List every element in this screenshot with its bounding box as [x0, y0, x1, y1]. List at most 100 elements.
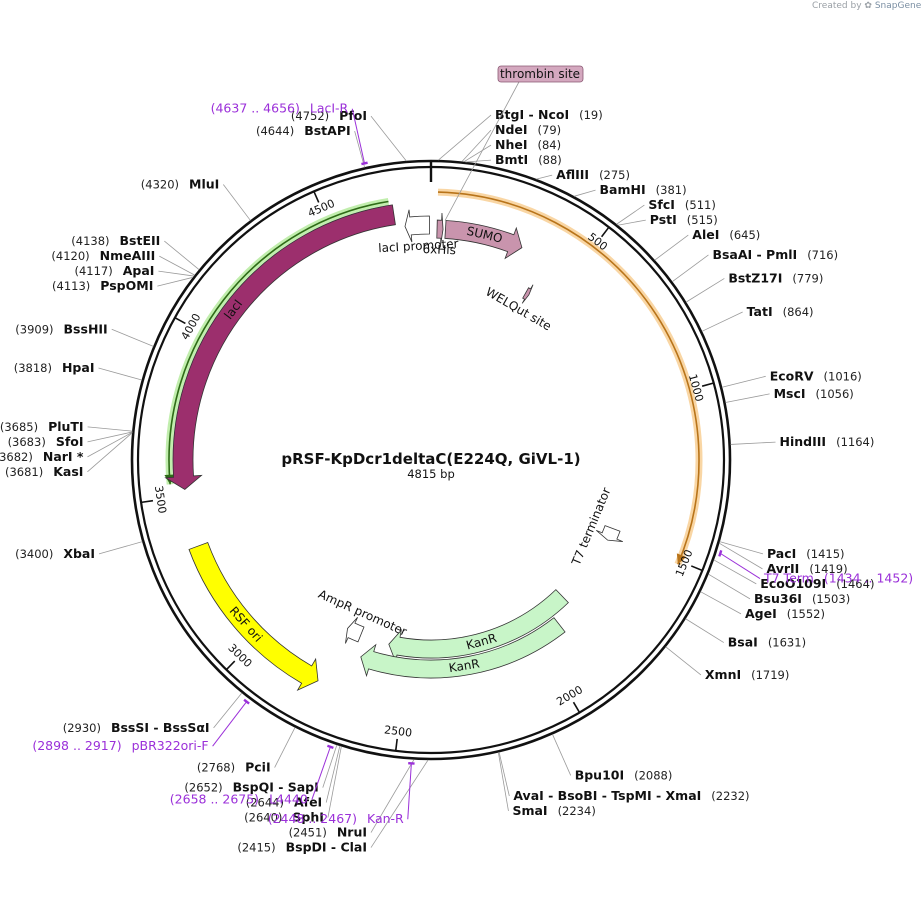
feature-kanr — [360, 617, 566, 679]
orf-line — [437, 191, 700, 565]
site-name: NruI — [337, 825, 367, 840]
site-leader — [463, 144, 492, 163]
site-name: Bpu10I — [575, 767, 624, 782]
site-name: BstZ17I — [728, 270, 782, 285]
snapgene-logo-icon: ✿ — [864, 1, 872, 11]
credit-brand: SnapGene — [874, 1, 921, 11]
site-leader — [713, 559, 757, 585]
site-name: EcoRV — [770, 368, 814, 383]
primer-marker — [718, 549, 723, 557]
site-name: AflIII — [556, 167, 589, 182]
site-name: AleI — [692, 227, 719, 242]
site-leader — [98, 367, 142, 381]
tick-mark-3500 — [140, 499, 154, 504]
primer-name: pBR322ori-F — [132, 738, 209, 753]
site-leader — [325, 745, 341, 803]
site-position: (3683) — [8, 435, 46, 449]
feature-label-kanr: KanR — [448, 656, 481, 675]
site-leader — [617, 219, 646, 226]
site-position: (3681) — [5, 465, 43, 479]
tick-label-500: 500 — [585, 230, 610, 253]
feature-kanr — [388, 589, 569, 664]
site-leader — [497, 752, 509, 812]
site-name: PspOMI — [100, 278, 153, 293]
site-position: (4120) — [51, 249, 89, 263]
feature-rsf-ori — [188, 541, 319, 692]
site-name: BmtI — [495, 152, 528, 167]
site-position: (4113) — [52, 279, 90, 293]
site-leader — [536, 174, 553, 180]
site-name: AvrII — [766, 561, 799, 576]
primer-leader — [720, 552, 761, 579]
site-position: (1719) — [751, 668, 789, 682]
site-name: XbaI — [63, 546, 95, 561]
site-leader — [327, 746, 342, 818]
site-position: (3682) — [0, 450, 33, 464]
site-position: (3818) — [14, 361, 52, 375]
site-position: (4138) — [71, 234, 109, 248]
primer-name: LacI-R — [310, 101, 349, 116]
site-position: (511) — [685, 198, 716, 212]
tick-label-3500: 3500 — [152, 485, 169, 515]
site-position: (1016) — [824, 369, 862, 383]
site-name: AgeI — [745, 606, 777, 621]
site-leader — [274, 727, 296, 768]
site-leader — [719, 542, 763, 570]
site-leader — [573, 189, 596, 197]
site-leader — [87, 431, 133, 443]
site-position: (2415) — [237, 841, 275, 855]
site-leader — [370, 759, 415, 833]
plasmid-length: 4815 bp — [407, 467, 455, 481]
tick-label-1500: 1500 — [673, 548, 696, 579]
site-position: (4644) — [256, 124, 294, 138]
site-leader — [685, 618, 724, 643]
orf-line — [168, 200, 389, 485]
site-position: (2930) — [63, 721, 101, 735]
site-name: NarI * — [43, 449, 84, 464]
site-position: (3909) — [15, 322, 53, 336]
site-position: (1552) — [787, 607, 825, 621]
feature-laci-promoter — [404, 209, 430, 243]
site-leader — [111, 328, 154, 347]
site-layer: BtgI - NcoI(19)NdeI(79)NheI(84)BmtI(88)A… — [0, 107, 874, 854]
site-position: (2652) — [184, 781, 222, 795]
tick-mark-1500 — [690, 565, 703, 572]
tick-mark-2500 — [394, 738, 398, 751]
site-leader — [87, 431, 133, 458]
site-leader — [322, 744, 338, 788]
site-leader — [213, 692, 243, 729]
site-position: (2640) — [244, 811, 282, 825]
site-name: EcoO109I — [760, 576, 826, 591]
site-position: (1056) — [816, 387, 854, 401]
site-position: (515) — [687, 213, 718, 227]
site-leader — [438, 114, 492, 161]
feature-6xhis — [436, 213, 444, 246]
site-position: (864) — [783, 305, 814, 319]
site-leader — [465, 159, 492, 163]
site-name: Bsu36I — [754, 591, 802, 606]
feature-ampr-promoter — [345, 617, 365, 644]
site-name: XmnI — [705, 667, 741, 682]
site-leader — [730, 441, 776, 445]
credit-prefix: Created by — [812, 1, 862, 11]
site-position: (3685) — [0, 420, 38, 434]
site-name: BsaI — [728, 635, 758, 650]
site-name: PacI — [767, 546, 796, 561]
site-name: MluI — [189, 177, 219, 192]
tick-mark-4500 — [313, 191, 320, 203]
site-position: (2644) — [246, 796, 284, 810]
site-leader — [461, 129, 492, 162]
site-name: PstI — [650, 212, 677, 227]
site-leader — [164, 240, 200, 270]
site-leader — [721, 375, 766, 388]
orf-layer — [164, 188, 703, 670]
site-leader — [370, 115, 407, 162]
feature-laci — [164, 204, 396, 490]
site-name: BspDI - ClaI — [286, 840, 367, 855]
primer-leader — [351, 108, 365, 164]
site-position: (2232) — [711, 789, 749, 803]
site-name: NheI — [495, 137, 528, 152]
backbone-layer — [130, 159, 732, 761]
site-name: BtgI - NcoI — [495, 107, 569, 122]
